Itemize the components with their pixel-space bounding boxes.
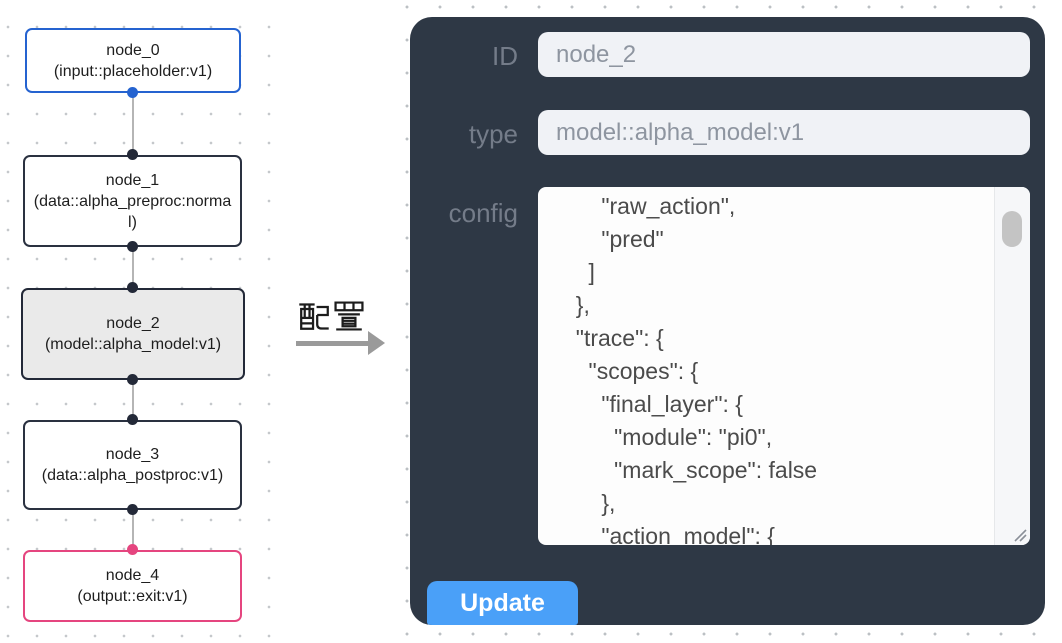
port-handle[interactable] — [127, 149, 138, 160]
scrollbar-thumb[interactable] — [1002, 211, 1022, 247]
edge-connector — [132, 95, 134, 155]
flow-node-postproc[interactable]: node_3 (data::alpha_postproc:v1) — [23, 420, 242, 510]
flow-node-input[interactable]: node_0 (input::placeholder:v1) — [25, 28, 241, 93]
configure-glyph-pei — [299, 303, 329, 330]
update-button[interactable]: Update — [427, 581, 578, 625]
flow-node-output[interactable]: node_4 (output::exit:v1) — [23, 550, 242, 622]
id-field-label: ID — [492, 41, 518, 71]
type-field-label: type — [468, 119, 518, 149]
port-handle[interactable] — [127, 241, 138, 252]
configure-glyph-zhi — [334, 301, 364, 331]
edge-connector — [132, 512, 134, 550]
node-type: (data::alpha_postproc:v1) — [41, 467, 224, 484]
node-label: node_0 — [106, 41, 160, 59]
configure-arrow-shaft — [296, 341, 368, 346]
node-label: node_1 — [105, 171, 160, 189]
id-input[interactable] — [538, 32, 1030, 77]
flow-node-model-selected[interactable]: node_2 (model::alpha_model:v1) — [21, 288, 245, 380]
config-json-textarea[interactable]: "raw_action", "pred" ] }, "trace": { "sc… — [538, 187, 1030, 545]
node-label: node_2 — [106, 315, 160, 332]
port-handle[interactable] — [127, 374, 138, 385]
node-config-panel: ID type config "raw_action", "pred" ] },… — [410, 17, 1045, 625]
type-input[interactable] — [538, 110, 1030, 155]
port-handle[interactable] — [127, 544, 138, 555]
node-label: node_3 — [105, 446, 160, 463]
config-json-content: "raw_action", "pred" ] }, "trace": { "sc… — [575, 193, 818, 545]
port-handle[interactable] — [127, 282, 138, 293]
node-type: (data::alpha_preproc:normal) — [33, 192, 232, 231]
edge-connector — [132, 249, 134, 288]
flow-node-preproc[interactable]: node_1 (data::alpha_preproc:normal) — [23, 155, 242, 247]
edge-connector — [132, 382, 134, 420]
node-type: (output::exit:v1) — [77, 588, 188, 605]
port-handle[interactable] — [127, 504, 138, 515]
port-handle[interactable] — [127, 87, 138, 98]
node-type: (model::alpha_model:v1) — [44, 336, 222, 353]
port-handle[interactable] — [127, 414, 138, 425]
scrollbar-track[interactable] — [994, 187, 1030, 545]
flow-canvas: node_0 (input::placeholder:v1) node_1 (d… — [0, 0, 276, 643]
config-field-label: config — [448, 198, 518, 228]
configure-arrow-head — [368, 331, 385, 355]
resize-handle-icon[interactable] — [1011, 526, 1029, 544]
node-type: (input::placeholder:v1) — [53, 62, 213, 80]
node-label: node_4 — [105, 567, 160, 584]
